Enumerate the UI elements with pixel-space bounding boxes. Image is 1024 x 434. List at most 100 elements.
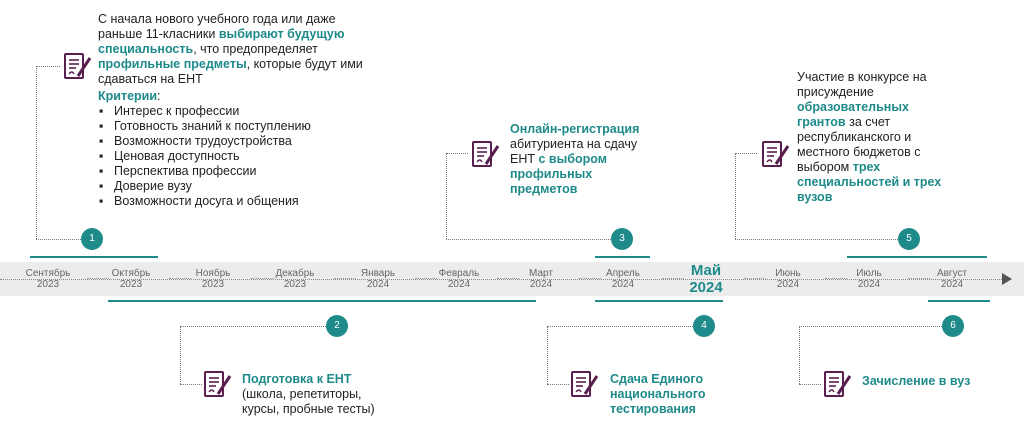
month-name: Январь bbox=[360, 268, 396, 279]
document-signature-icon bbox=[204, 371, 232, 397]
step-4-title: Сдача Единого национального тестирования bbox=[610, 372, 706, 416]
step-5-text-a: Участие в конкурсе на присуждение bbox=[797, 70, 927, 99]
timeline-axis bbox=[0, 279, 1004, 280]
criteria-item: Возможности трудоустройства bbox=[99, 134, 370, 149]
step-4-connector-v bbox=[547, 326, 548, 384]
month-year: 2024 bbox=[611, 279, 635, 290]
criteria-item: Готовность знаний к поступлению bbox=[99, 119, 370, 134]
criteria-item: Интерес к профессии bbox=[99, 104, 370, 119]
step-2-connector-v bbox=[180, 326, 181, 384]
month-name: Ноябрь bbox=[195, 268, 231, 279]
step-2-connector-h bbox=[180, 326, 326, 327]
step-6-connector-v bbox=[799, 326, 800, 384]
step-2-description: Подготовка к ЕНТ (школа, репетиторы, кур… bbox=[242, 372, 402, 417]
step-2-title: Подготовка к ЕНТ bbox=[242, 372, 352, 386]
month-separator bbox=[415, 278, 437, 279]
document-signature-icon bbox=[472, 141, 500, 167]
month-name: Август bbox=[936, 268, 968, 279]
month-name: Октябрь bbox=[111, 268, 151, 279]
step-5-text-b: за счет республиканского и местного бюдж… bbox=[797, 115, 921, 174]
step-4-bar bbox=[595, 300, 723, 302]
step-1-marker: 1 bbox=[81, 228, 103, 250]
step-1-description: С начала нового учебного года или даже р… bbox=[98, 12, 370, 209]
month-year: 2024 bbox=[940, 279, 964, 290]
criteria-item: Ценовая доступность bbox=[99, 149, 370, 164]
month-separator bbox=[334, 278, 356, 279]
month-separator bbox=[251, 278, 273, 279]
month-name: Май bbox=[690, 262, 722, 279]
month-name: Февраль bbox=[438, 268, 480, 279]
document-signature-icon bbox=[762, 141, 790, 167]
step-5-marker: 5 bbox=[898, 228, 920, 250]
step-5-connector-h bbox=[735, 239, 898, 240]
month-separator bbox=[662, 278, 684, 279]
month-separator bbox=[908, 278, 930, 279]
step-5-highlight-a: образовательных грантов bbox=[797, 100, 909, 129]
month-separator bbox=[825, 278, 847, 279]
step-3-title: Онлайн-регистрация bbox=[510, 122, 640, 136]
step-5-connector-v bbox=[735, 153, 736, 239]
month-year: 2024 bbox=[529, 279, 553, 290]
month-name: Апрель bbox=[606, 268, 640, 279]
step-2-text: (школа, репетиторы, курсы, пробные тесты… bbox=[242, 387, 375, 416]
step-6-title: Зачисление в вуз bbox=[862, 374, 971, 388]
month-year: 2024 bbox=[776, 279, 800, 290]
step-3-description: Онлайн-регистрация абитуриента на сдачу … bbox=[510, 122, 652, 197]
month-year: 2024 bbox=[447, 279, 471, 290]
step-3-connector-top bbox=[446, 153, 468, 154]
step-1-text-b: , что предопределяет bbox=[193, 42, 318, 56]
step-1-text-c: , которые будут ими сдаваться на ЕНТ bbox=[98, 57, 363, 86]
month-year: 2024 bbox=[366, 279, 390, 290]
month-separator bbox=[579, 278, 601, 279]
criteria-item: Возможности досуга и общения bbox=[99, 194, 370, 209]
step-5-description: Участие в конкурсе на присуждение образо… bbox=[797, 70, 959, 205]
month-year: 2023 bbox=[283, 279, 307, 290]
criteria-colon: : bbox=[157, 89, 161, 103]
step-6-connector-icon bbox=[799, 384, 821, 385]
month-year: 2023 bbox=[119, 279, 143, 290]
step-4-connector-icon bbox=[547, 384, 569, 385]
step-1-connector-h bbox=[36, 239, 81, 240]
step-3-bar bbox=[595, 256, 650, 258]
step-3-highlight: с выбором профильных предметов bbox=[510, 152, 607, 196]
month-name: Сентябрь bbox=[25, 268, 71, 279]
step-2-marker: 2 bbox=[326, 315, 348, 337]
step-6-bar bbox=[928, 300, 990, 302]
step-2-connector-icon bbox=[180, 384, 202, 385]
step-4-marker: 4 bbox=[693, 315, 715, 337]
step-4-connector-h bbox=[547, 326, 693, 327]
month-year: 2023 bbox=[201, 279, 225, 290]
month-separator bbox=[169, 278, 191, 279]
step-1-highlight-b: профильные предметы bbox=[98, 57, 247, 71]
step-1-connector bbox=[36, 66, 60, 67]
month-name: Декабрь bbox=[275, 268, 315, 279]
document-signature-icon bbox=[824, 371, 852, 397]
criteria-list: Интерес к профессииГотовность знаний к п… bbox=[98, 104, 370, 209]
month-year: 2024 bbox=[857, 279, 881, 290]
step-1-bar bbox=[30, 256, 158, 258]
timeline-arrow-icon bbox=[1002, 273, 1012, 285]
month-name: Март bbox=[529, 268, 553, 279]
month-name: Июнь bbox=[775, 268, 801, 279]
step-6-connector-h bbox=[799, 326, 942, 327]
criteria-item: Доверие вузу bbox=[99, 179, 370, 194]
month-separator bbox=[497, 278, 519, 279]
step-5-bar bbox=[847, 256, 987, 258]
month-name: Июль bbox=[856, 268, 882, 279]
month-year: 2024 bbox=[689, 279, 723, 296]
document-signature-icon bbox=[571, 371, 599, 397]
step-3-connector-h bbox=[446, 239, 611, 240]
document-signature-icon bbox=[64, 53, 92, 79]
step-1-connector-v bbox=[36, 66, 37, 239]
step-5-connector-top bbox=[735, 153, 757, 154]
